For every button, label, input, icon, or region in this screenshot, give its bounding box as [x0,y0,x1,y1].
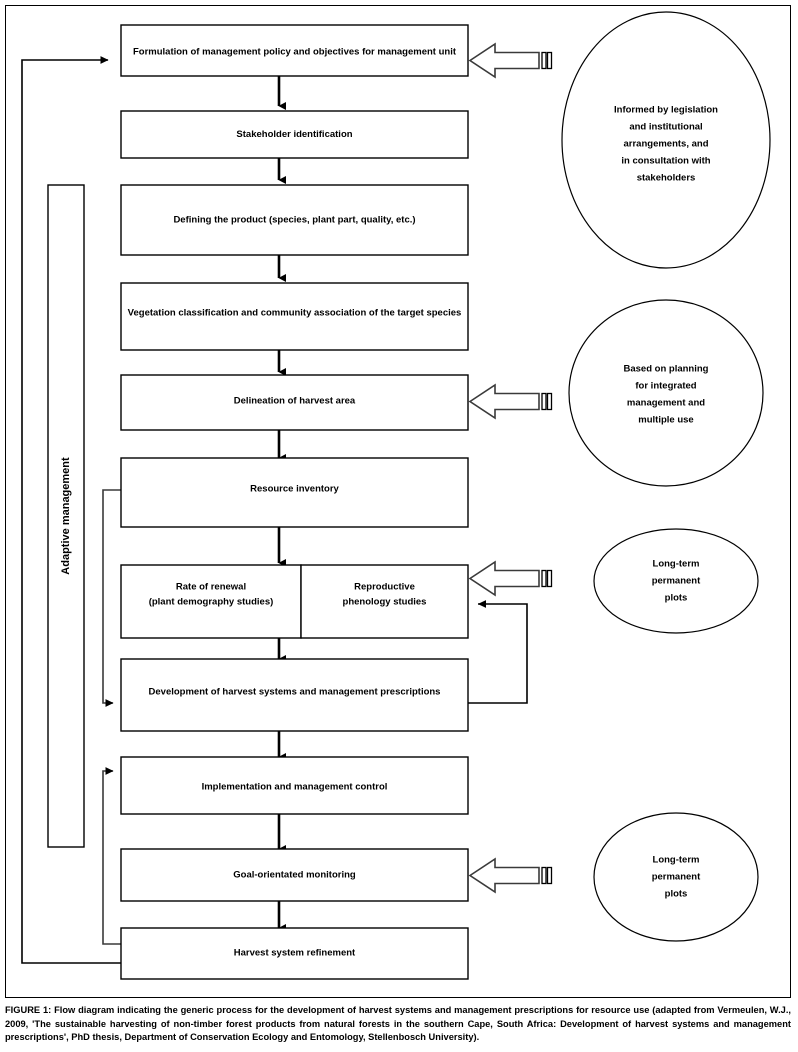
process-box-stakeholder[interactable]: Stakeholder identification [120,110,469,159]
process-label-implementation: Implementation and management control [202,782,388,793]
caption-label: FIGURE 1: [5,1005,52,1015]
process-box-reproductive-phenology[interactable]: Reproductive phenology studies [300,564,469,639]
feedback-loop-refinement-to-implementation [102,767,122,945]
process-label-refinement: Harvest system refinement [234,948,356,959]
plots-upper-line3: plots [665,593,688,604]
block-arrow-to-delineation [468,383,553,420]
process-label-formulation: Formulation of management policy and obj… [133,47,457,58]
adaptive-management-box: Adaptive management [47,184,85,848]
feedback-loop-inventory-to-development [102,489,130,707]
legislation-note-line4: in consultation with [621,156,710,167]
process-label-defining-product: Defining the product (species, plant par… [173,215,415,226]
process-box-development[interactable]: Development of harvest systems and manag… [120,658,469,732]
process-box-resource-inventory[interactable]: Resource inventory [120,457,469,528]
process-label-stakeholder: Stakeholder identification [236,129,352,140]
caption-text: Flow diagram indicating the generic proc… [5,1005,791,1043]
adaptive-management-label: Adaptive management [60,457,72,575]
planning-note-line3: management and [627,398,705,409]
figure-caption: FIGURE 1: Flow diagram indicating the ge… [5,1004,791,1045]
plots-lower-line3: plots [665,889,688,900]
block-arrow-to-phenology [468,560,553,597]
annotation-plots-note-lower: Long-term permanent plots [593,812,759,942]
plots-lower-line2: permanent [652,872,701,883]
plots-lower-line1: Long-term [653,855,700,866]
process-label-reproductive-line1: Reproductive [354,582,415,593]
plots-upper-line1: Long-term [653,559,700,570]
annotation-plots-note-upper: Long-term permanent plots [593,528,759,634]
process-box-rate-of-renewal[interactable]: Rate of renewal (plant demography studie… [120,564,302,639]
block-arrow-to-monitoring [468,857,553,894]
process-label-monitoring: Goal-orientated monitoring [233,870,356,881]
process-label-vegetation: Vegetation classification and community … [128,308,462,319]
legislation-note-line3: arrangements, and [624,139,709,150]
process-box-delineation[interactable]: Delineation of harvest area [120,374,469,431]
process-label-rate-of-renewal-line1: Rate of renewal [176,582,246,593]
process-label-resource-inventory: Resource inventory [250,484,339,495]
process-label-reproductive-line2: phenology studies [343,597,427,608]
process-box-vegetation[interactable]: Vegetation classification and community … [120,282,469,351]
process-box-refinement[interactable]: Harvest system refinement [120,927,469,980]
legislation-note-line2: and institutional [629,122,702,133]
annotation-legislation-note: Informed by legislation and institutiona… [561,11,771,269]
planning-note-line2: for integrated [635,381,696,392]
process-box-defining-product[interactable]: Defining the product (species, plant par… [120,184,469,256]
figure-border [5,5,791,998]
legislation-note-line1: Informed by legislation [614,105,718,116]
process-label-rate-of-renewal-line2: (plant demography studies) [149,597,274,608]
annotation-planning-note: Based on planning for integrated managem… [568,299,764,487]
feedback-loop-development-to-phenology [468,600,528,704]
planning-note-line4: multiple use [638,415,693,426]
process-box-implementation[interactable]: Implementation and management control [120,756,469,815]
block-arrow-to-formulation [468,42,553,79]
process-box-monitoring[interactable]: Goal-orientated monitoring [120,848,469,902]
process-box-formulation[interactable]: Formulation of management policy and obj… [120,24,469,77]
planning-note-line1: Based on planning [624,364,709,375]
plots-upper-line2: permanent [652,576,701,587]
process-label-development: Development of harvest systems and manag… [149,687,441,698]
legislation-note-line5: stakeholders [637,173,696,184]
process-label-delineation: Delineation of harvest area [234,396,356,407]
